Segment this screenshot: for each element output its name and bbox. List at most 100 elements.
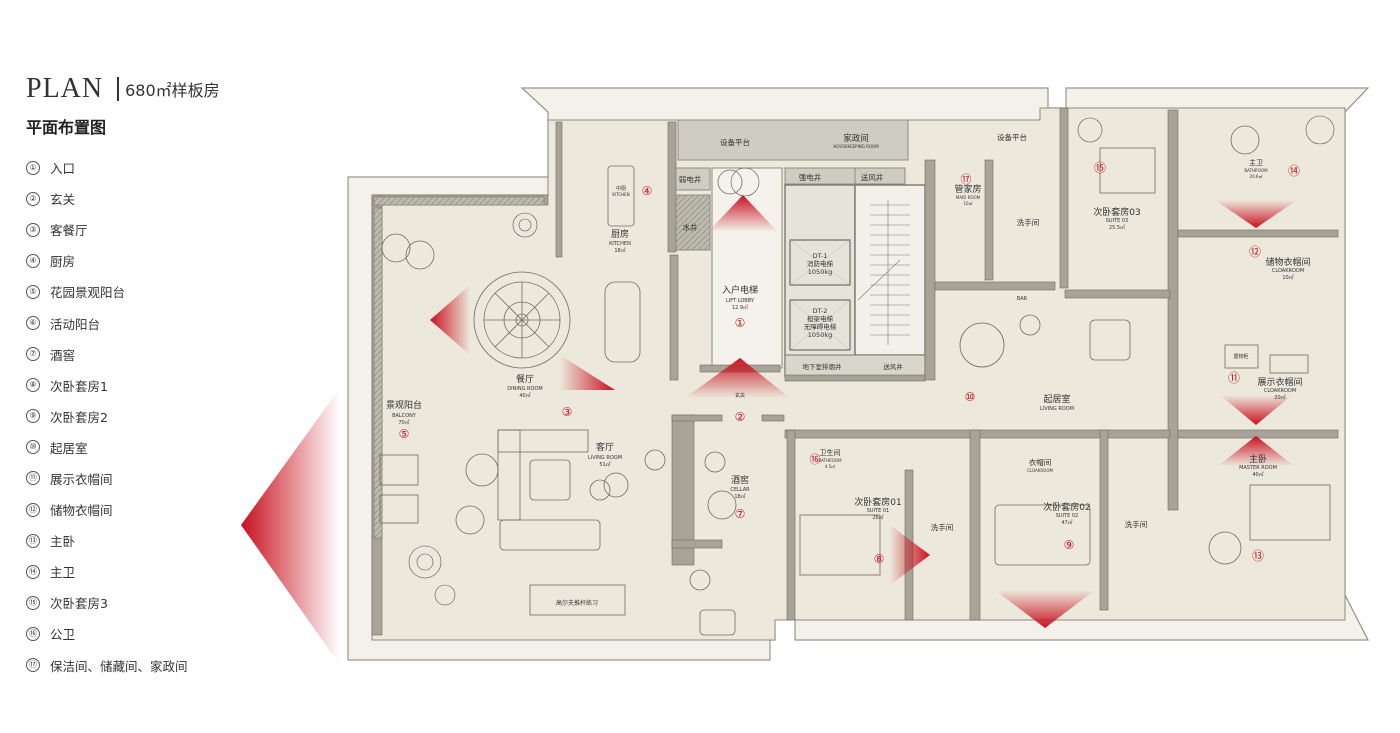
legend-number: ⑨: [26, 409, 40, 424]
label-housekeeping-en: HOUSEKEEPING ROOM: [833, 144, 879, 149]
room-master-bath-area: 20.6㎡: [1250, 173, 1263, 179]
room-marker: ②: [735, 410, 746, 424]
room-lift-lobby-en: LIFT LOBBY: [726, 298, 755, 304]
room-cellar-en: CELLAR: [730, 487, 750, 493]
view-marker-foyer: [685, 358, 790, 398]
label-display-cabinet: 置物柜: [1233, 353, 1248, 360]
room-dining-en: DINING ROOM: [507, 386, 542, 392]
room-suite1-en: SUITE 01: [867, 508, 889, 514]
legend-number: ⑧: [26, 378, 40, 393]
label-equipment-platform-2: 设备平台: [997, 132, 1027, 142]
legend-number: ⑭: [26, 564, 40, 579]
view-marker-lobby: [708, 195, 778, 232]
room-dining-area: 40㎡: [519, 392, 530, 399]
legend-number: ⑮: [26, 595, 40, 610]
view-marker-cloak: [1215, 200, 1297, 228]
legend-label: 入口: [50, 161, 76, 177]
view-marker-suite2: [995, 590, 1095, 628]
room-balcony-en: BALCONY: [392, 413, 417, 419]
room-living-area: 51㎡: [599, 461, 610, 468]
label-smoke-shaft: 地下室排烟井: [803, 362, 843, 371]
legend-label: 次卧套房3: [50, 596, 108, 612]
room-living2-en: LIVING ROOM: [1040, 406, 1074, 412]
label-bar: BAR: [1017, 296, 1028, 302]
legend-number: ⑰: [26, 658, 40, 673]
room-suite3-en: SUITE 03: [1106, 218, 1128, 224]
room-marker: ⑮: [1094, 161, 1106, 175]
view-marker-dining: [430, 285, 470, 355]
label-cloakroom: 衣帽间: [1029, 457, 1052, 467]
room-golf-cn: 高尔夫推杆练习: [556, 599, 598, 607]
legend-label: 保洁间、储藏间、家政间: [50, 658, 188, 674]
room-suite3-cn: 次卧套房03: [1093, 206, 1140, 218]
label-washroom: 洗手间: [1017, 217, 1040, 227]
room-suite3-area: 25.5㎡: [1109, 224, 1125, 231]
label-lift2-capacity: 1050kg: [808, 331, 832, 339]
room-public-bath-area: 4.5㎡: [825, 463, 835, 469]
legend-label: 活动阳台: [50, 316, 101, 332]
title-separator: [117, 77, 120, 101]
legend-label: 公卫: [50, 627, 76, 643]
room-marker: ⑰: [961, 173, 972, 186]
room-labels: 入户电梯 LIFT LOBBY 12.9㎡ ① ② 玄关 客厅 LIVING R…: [386, 158, 1311, 607]
room-public-bath-cn: 卫生间: [820, 448, 841, 457]
label-air-shaft: 送风井: [861, 172, 884, 182]
view-marker-master-2: [1218, 436, 1294, 466]
plant-icons: [408, 115, 1335, 606]
legend-item: ⑬ 主卧: [26, 525, 326, 556]
legend-item: ⑰ 保洁间、储藏间、家政间: [26, 650, 326, 681]
legend-number: ②: [26, 191, 40, 206]
legend-label: 花园景观阳台: [50, 285, 126, 301]
legend-number: ⑤: [26, 284, 40, 299]
room-marker: ⑯: [810, 453, 821, 466]
plan-subtitle: 680㎡样板房: [125, 81, 220, 100]
legend-number: ⑫: [26, 502, 40, 517]
label-lift2-type-2: 无障碍电梯: [804, 322, 837, 331]
legend-label: 酒窖: [50, 347, 76, 363]
room-marker: ⑪: [1228, 371, 1240, 385]
title-row: PLAN 680㎡样板房: [26, 72, 326, 106]
room-storage-cloak-cn: 储物衣帽间: [1265, 256, 1310, 268]
legend-label: 主卧: [50, 534, 76, 550]
legend-item: ⑥ 活动阳台: [26, 307, 326, 338]
legend-number: ⑬: [26, 533, 40, 548]
legend-label: 储物衣帽间: [50, 503, 113, 519]
room-dining-cn: 餐厅: [516, 373, 534, 385]
label-equipment-platform: 设备平台: [720, 137, 750, 147]
room-marker: ⑧: [874, 552, 885, 566]
legend-label: 玄关: [50, 192, 76, 208]
room-display-cloak-en: CLOAKROOM: [1264, 388, 1296, 394]
legend-number: ⑥: [26, 316, 40, 331]
room-foyer-label: 玄关: [735, 392, 745, 399]
legend-item: ⑮ 次卧套房3: [26, 587, 326, 618]
room-master-cn: 主卧: [1249, 453, 1267, 465]
balcony-railing: [373, 196, 545, 539]
legend-label: 次卧套房1: [50, 378, 108, 394]
label-housekeeping: 家政间: [843, 133, 869, 144]
room-maid-cn: 管家房: [954, 183, 981, 195]
room-living2-cn: 起居室: [1043, 393, 1070, 405]
room-living-en: LIVING ROOM: [588, 455, 622, 461]
view-markers: [241, 195, 1297, 665]
furniture: [379, 125, 1331, 636]
room-master-bath-cn: 主卫: [1249, 158, 1263, 167]
view-marker-suite1: [890, 525, 930, 585]
room-suite1-area: 28㎡: [872, 514, 883, 521]
legend-item: ② 玄关: [26, 183, 326, 214]
room-master-en: MASTER ROOM: [1239, 465, 1277, 471]
service-labels: 设备平台 设备平台 家政间 HOUSEKEEPING ROOM 弱电井 强电井 …: [679, 132, 1249, 532]
room-marker: ⑫: [1249, 245, 1261, 259]
label-washroom-2: 洗手间: [931, 522, 954, 532]
view-marker-large: [241, 388, 340, 665]
room-marker: ⑤: [399, 427, 410, 441]
room-storage-cloak-area: 10㎡: [1282, 274, 1293, 281]
room-marker: ①: [735, 316, 746, 330]
label-lift1-capacity: 1050kg: [808, 268, 832, 276]
room-suite2-area: 47㎡: [1061, 519, 1072, 526]
legend-number: ⑪: [26, 471, 40, 486]
